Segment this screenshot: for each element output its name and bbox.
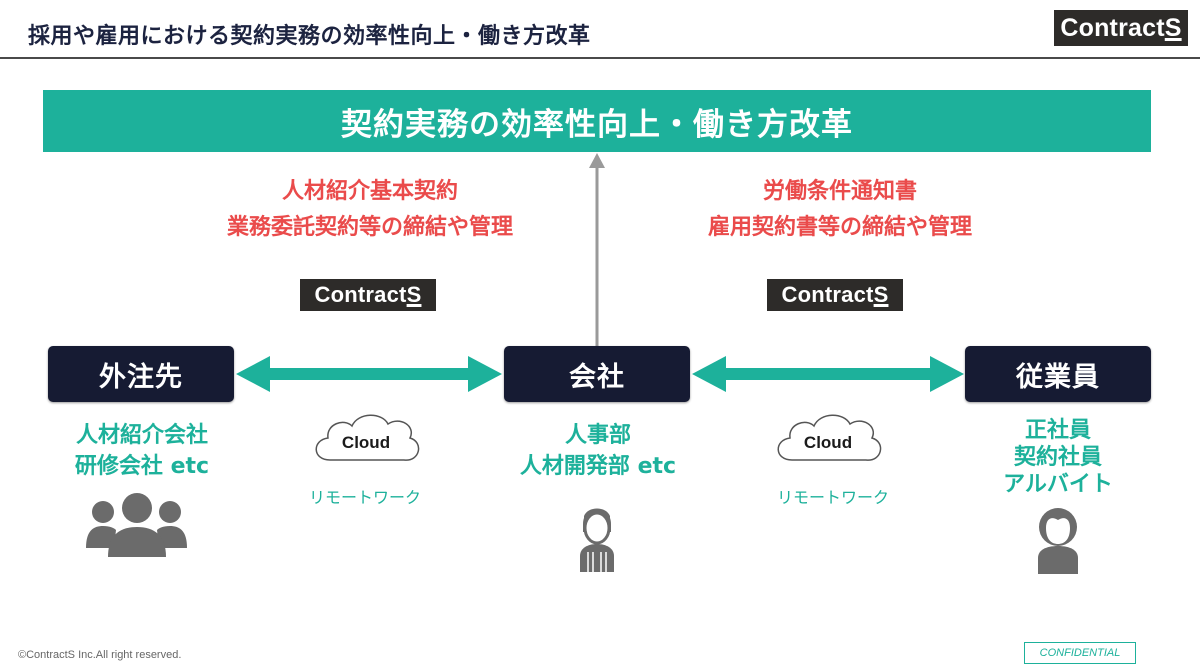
cloud-icon [777,414,882,461]
employment-contracts-text: 労働条件通知書 雇用契約書等の締結や管理 [660,174,1020,246]
red-line: 業務委託契約等の締結や管理 [226,215,513,240]
red-line: 人材紹介基本契約 [281,179,458,204]
cloud-icon [315,414,420,461]
remote-work-label: リモートワーク [308,488,421,507]
businessman-icon [580,508,614,572]
remote-work-label: リモートワーク [776,488,889,507]
slide-title: 採用や雇用における契約実務の効率性向上・働き方改革 [28,24,591,49]
logo-s: S [873,282,889,307]
employee-description: 正社員 契約社員 アルバイト [958,417,1158,498]
outsourcer-description: 人材紹介会社 研修会社 etc [38,420,246,482]
copyright-text: ©ContractS Inc.All right reserved. [18,649,182,661]
cloud-label: Cloud [341,433,391,452]
red-line: 労働条件通知書 [762,179,917,204]
logo-text: Contract [1060,13,1165,42]
logo-s: S [406,282,422,307]
desc-line: 人事部 [564,423,631,448]
double-arrow-left [236,356,502,392]
up-arrow [589,153,605,346]
cloud-label: Cloud [803,433,853,452]
outsourcing-contracts-text: 人材紹介基本契約 業務委託契約等の締結や管理 [190,174,550,246]
desc-line: 契約社員 [1013,445,1102,470]
person-icon [1038,508,1078,574]
logo-text: Contract [781,282,874,307]
desc-line: 人材開発部 etc [519,454,677,479]
desc-line: アルバイト [1003,472,1113,497]
node-outsourcer: 外注先 [48,346,234,402]
double-arrow-right [692,356,964,392]
node-employee: 従業員 [965,346,1151,402]
red-line: 雇用契約書等の締結や管理 [707,215,972,240]
header-divider [0,57,1200,59]
confidential-badge: CONFIDENTIAL [1024,642,1136,664]
logo-text: Contract [314,282,407,307]
goal-banner: 契約実務の効率性向上・働き方改革 [43,90,1151,152]
logo-s: S [1164,13,1182,42]
desc-line: 人材紹介会社 [75,423,208,448]
company-description: 人事部 人材開発部 etc [494,420,702,482]
group-people-icon [86,493,187,557]
desc-line: 正社員 [1024,418,1091,443]
node-company: 会社 [504,346,690,402]
desc-line: 研修会社 etc [74,454,210,479]
